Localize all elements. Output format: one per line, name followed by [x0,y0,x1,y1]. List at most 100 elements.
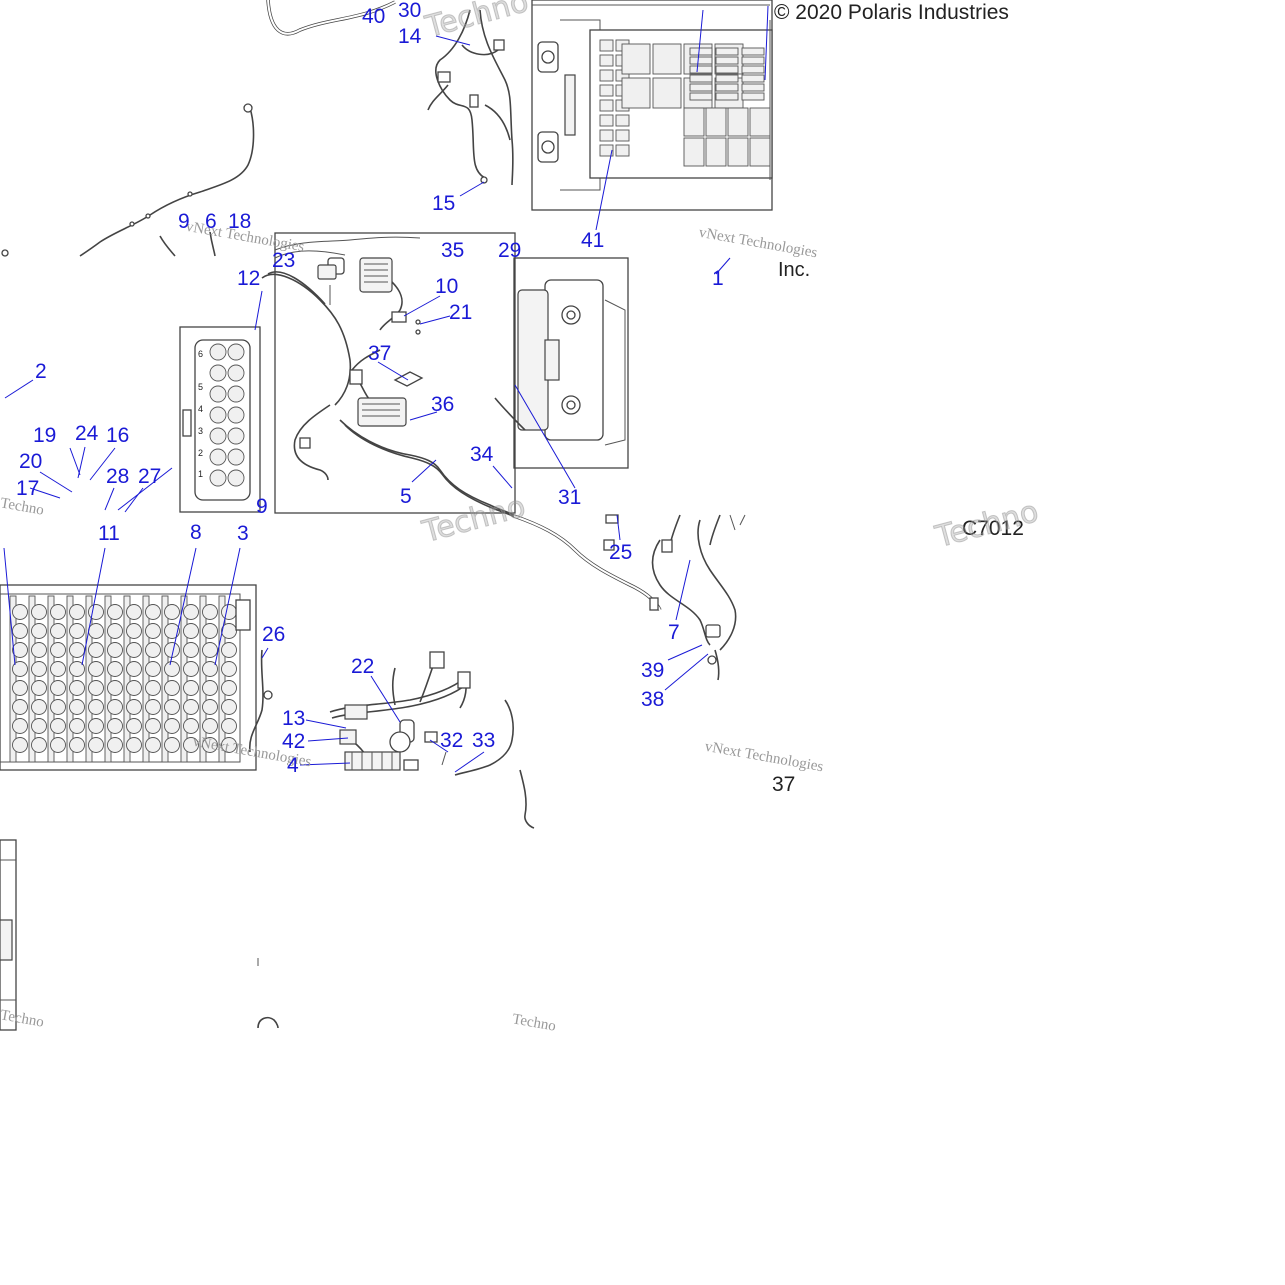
callout-28: 28 [106,465,130,488]
pin-label-3: 3 [198,426,204,436]
connector-pin [209,427,227,445]
terminal-cavity [12,623,28,639]
terminal-rail [218,595,226,763]
terminal-cavity [31,661,47,677]
fuse-slot-large [683,107,705,137]
callout-33: 33 [472,729,496,752]
terminal-cavity [221,680,237,696]
terminal-cavity [107,623,123,639]
terminal-cavity [69,642,85,658]
diagram-code: C7012 [962,517,1024,540]
terminal-cavity [50,737,66,753]
terminal-cavity [183,623,199,639]
terminal-rail [47,595,55,763]
connector-pin [209,364,227,382]
callout-14: 14 [398,25,422,48]
terminal-cavity [31,604,47,620]
terminal-rail [142,595,150,763]
terminal-cavity [202,699,218,715]
connector-pin [227,469,245,487]
fuse-slot-large [705,107,727,137]
terminal-cavity [221,642,237,658]
callout-12: 12 [237,267,261,290]
pin-label-2: 2 [198,448,204,458]
terminal-cavity [202,604,218,620]
terminal-cavity [107,680,123,696]
callout-35: 35 [441,239,465,262]
callout-9-top: 9 [178,210,190,233]
fuse-slot [599,84,614,97]
fuse-slot [599,39,614,52]
terminal-cavity [88,661,104,677]
callout-13: 13 [282,707,306,730]
terminal-cavity [31,718,47,734]
connector-pin [227,343,245,361]
connector-pin [227,427,245,445]
terminal-cavity [88,623,104,639]
terminal-cavity [107,661,123,677]
callout-10: 10 [435,275,459,298]
callout-22: 22 [351,655,375,678]
connector-pin [209,406,227,424]
terminal-cavity [69,661,85,677]
mini-fuse [689,74,713,83]
terminal-cavity [221,661,237,677]
terminal-cavity [145,680,161,696]
terminal-cavity [50,699,66,715]
terminal-cavity [164,699,180,715]
callout-40: 40 [362,5,386,28]
mini-fuse [715,92,739,101]
terminal-cavity [69,623,85,639]
callout-2: 2 [35,360,47,383]
terminal-cavity [126,718,142,734]
callout-25: 25 [609,541,633,564]
terminal-cavity [126,642,142,658]
terminal-cavity [50,604,66,620]
fuse-slot [599,69,614,82]
terminal-cavity [202,642,218,658]
terminal-cavity [164,604,180,620]
connector-pin [227,448,245,466]
fuse-slot-large [749,107,771,137]
callout-8: 8 [190,521,202,544]
page-number-fragment: 37 [772,773,796,796]
fuse-slot [599,144,614,157]
terminal-cavity [183,604,199,620]
terminal-cavity [88,680,104,696]
connector-pin [209,385,227,403]
terminal-cavity [183,661,199,677]
terminal-cavity [31,642,47,658]
callout-42: 42 [282,730,306,753]
mini-fuse [741,47,765,56]
mini-fuse [741,56,765,65]
callout-5: 5 [400,485,412,508]
terminal-cavity [12,718,28,734]
terminal-cavity [183,642,199,658]
terminal-cavity [88,642,104,658]
fuse-slot [599,129,614,142]
callout-39: 39 [641,659,665,682]
fuse-slot [615,129,630,142]
terminal-cavity [145,699,161,715]
callout-36: 36 [431,393,455,416]
callout-37: 37 [368,342,392,365]
mini-fuse [715,74,739,83]
terminal-cavity [202,623,218,639]
terminal-cavity [12,661,28,677]
fuse-slot [599,99,614,112]
terminal-cavity [221,699,237,715]
callout-6: 6 [205,210,217,233]
connector-pin [209,343,227,361]
callout-31: 31 [558,486,582,509]
mini-fuse [689,65,713,74]
mini-fuse [741,83,765,92]
callout-30: 30 [398,0,422,22]
terminal-cavity [69,699,85,715]
terminal-rail [28,595,36,763]
terminal-cavity [164,737,180,753]
callout-9-mid: 9 [256,495,268,518]
callout-27: 27 [138,465,162,488]
terminal-rail [104,595,112,763]
callout-19: 19 [33,424,57,447]
